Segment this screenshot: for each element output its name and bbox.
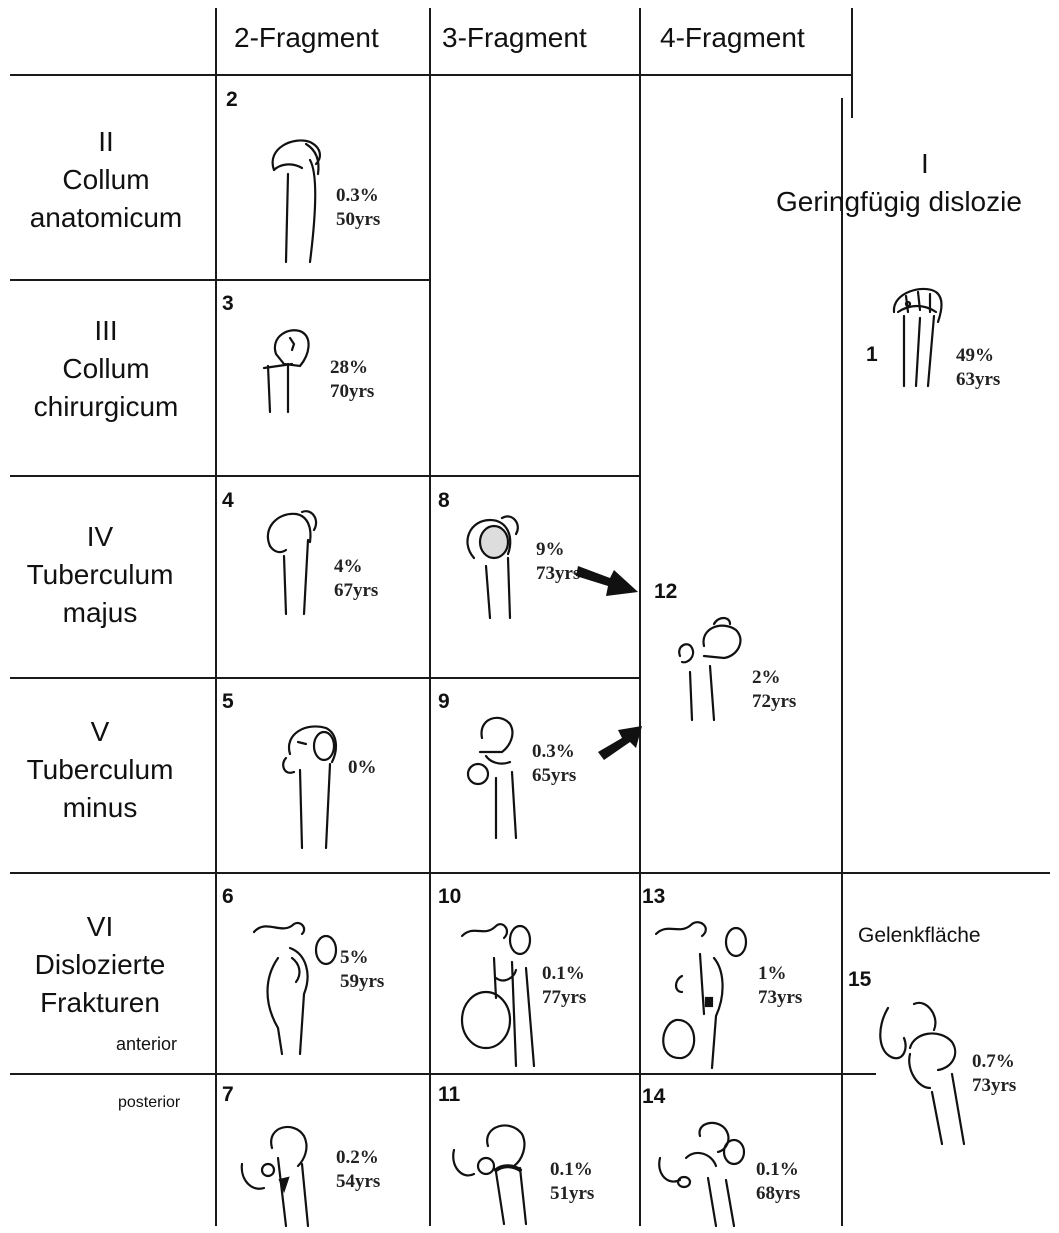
row-label-numeral: IV <box>0 518 200 556</box>
fracture-stats: 49%63yrs <box>956 344 1000 392</box>
fracture-number: 8 <box>438 489 450 513</box>
row-label-numeral: V <box>0 713 200 751</box>
humerus-sketch-12 <box>674 612 750 722</box>
fracture-stats: 28%70yrs <box>330 356 374 404</box>
fracture-stats: 0.2%54yrs <box>336 1146 380 1194</box>
fracture-number: 6 <box>222 885 234 909</box>
row-label-numeral: III <box>6 312 206 350</box>
fracture-number: 15 <box>848 968 871 992</box>
humerus-sketch-15 <box>874 998 974 1148</box>
fracture-number: 12 <box>654 580 677 604</box>
humerus-sketch-10 <box>456 918 552 1068</box>
fracture-number: 3 <box>222 292 234 316</box>
column-header-3-fragment: 3-Fragment <box>442 22 587 54</box>
column-header-2-fragment: 2-Fragment <box>234 22 379 54</box>
row-label-line: Collum <box>6 350 206 388</box>
fracture-number: 4 <box>222 489 234 513</box>
row-sublabel-posterior: posterior <box>118 1094 180 1112</box>
fracture-number: 9 <box>438 690 450 714</box>
row-label-line: Frakturen <box>0 984 200 1022</box>
fracture-number: 2 <box>226 88 238 112</box>
fracture-stats: 0% <box>348 756 377 780</box>
row-label-numeral: VI <box>0 908 200 946</box>
humerus-sketch-6 <box>252 918 342 1058</box>
row-label-VI: VI Dislozierte Frakturen <box>0 908 200 1022</box>
group-I-label: I Geringfügig dislozie <box>776 145 1059 221</box>
humerus-sketch-13 <box>652 914 752 1070</box>
arrow-9-to-12 <box>596 722 644 762</box>
arrow-8-to-12 <box>576 558 642 602</box>
humerus-sketch-2 <box>266 134 328 264</box>
row-label-numeral: II <box>6 123 206 161</box>
fracture-stats: 0.7%73yrs <box>972 1050 1016 1098</box>
row-sublabel-anterior: anterior <box>116 1034 177 1055</box>
fracture-stats: 1%73yrs <box>758 962 802 1010</box>
fracture-number: 11 <box>438 1083 460 1107</box>
row-label-line: Collum <box>6 161 206 199</box>
row-label-line: Dislozierte <box>0 946 200 984</box>
humerus-sketch-7 <box>238 1118 328 1228</box>
group-I-text: Geringfügig dislozie <box>776 183 1059 221</box>
row-label-II: II Collum anatomicum <box>6 123 206 237</box>
gelenkflaeche-label: Gelenkfläche <box>858 924 981 948</box>
row-label-line: chirurgicum <box>6 388 206 426</box>
group-I-numeral: I <box>776 145 1059 183</box>
fracture-stats: 0.1%51yrs <box>550 1158 594 1206</box>
fracture-number: 5 <box>222 690 234 714</box>
fracture-number: 1 <box>866 343 878 367</box>
fracture-stats: 0.1%68yrs <box>756 1158 800 1206</box>
humerus-sketch-5 <box>280 720 350 850</box>
row-label-V: V Tuberculum minus <box>0 713 200 827</box>
fracture-stats: 0.3%50yrs <box>336 184 380 232</box>
humerus-sketch-9 <box>460 712 540 842</box>
humerus-sketch-4 <box>262 506 324 616</box>
fracture-number: 14 <box>642 1085 665 1109</box>
fracture-number: 10 <box>438 885 461 909</box>
row-label-III: III Collum chirurgicum <box>6 312 206 426</box>
fracture-stats: 9%73yrs <box>536 538 580 586</box>
row-label-line: minus <box>0 789 200 827</box>
row-label-line: anatomicum <box>6 199 206 237</box>
row-label-IV: IV Tuberculum majus <box>0 518 200 632</box>
column-header-4-fragment: 4-Fragment <box>660 22 805 54</box>
fracture-stats: 4%67yrs <box>334 555 378 603</box>
row-label-line: Tuberculum <box>0 751 200 789</box>
humerus-sketch-14 <box>656 1118 752 1228</box>
row-label-line: majus <box>0 594 200 632</box>
humerus-sketch-11 <box>450 1116 546 1226</box>
humerus-sketch-8 <box>460 512 532 622</box>
fracture-number: 13 <box>642 885 665 909</box>
humerus-sketch-3 <box>262 324 324 416</box>
row-label-line: Tuberculum <box>0 556 200 594</box>
fracture-number: 7 <box>222 1083 234 1107</box>
fracture-stats: 5%59yrs <box>340 946 384 994</box>
humerus-sketch-1 <box>884 282 954 392</box>
fracture-stats: 2%72yrs <box>752 666 796 714</box>
